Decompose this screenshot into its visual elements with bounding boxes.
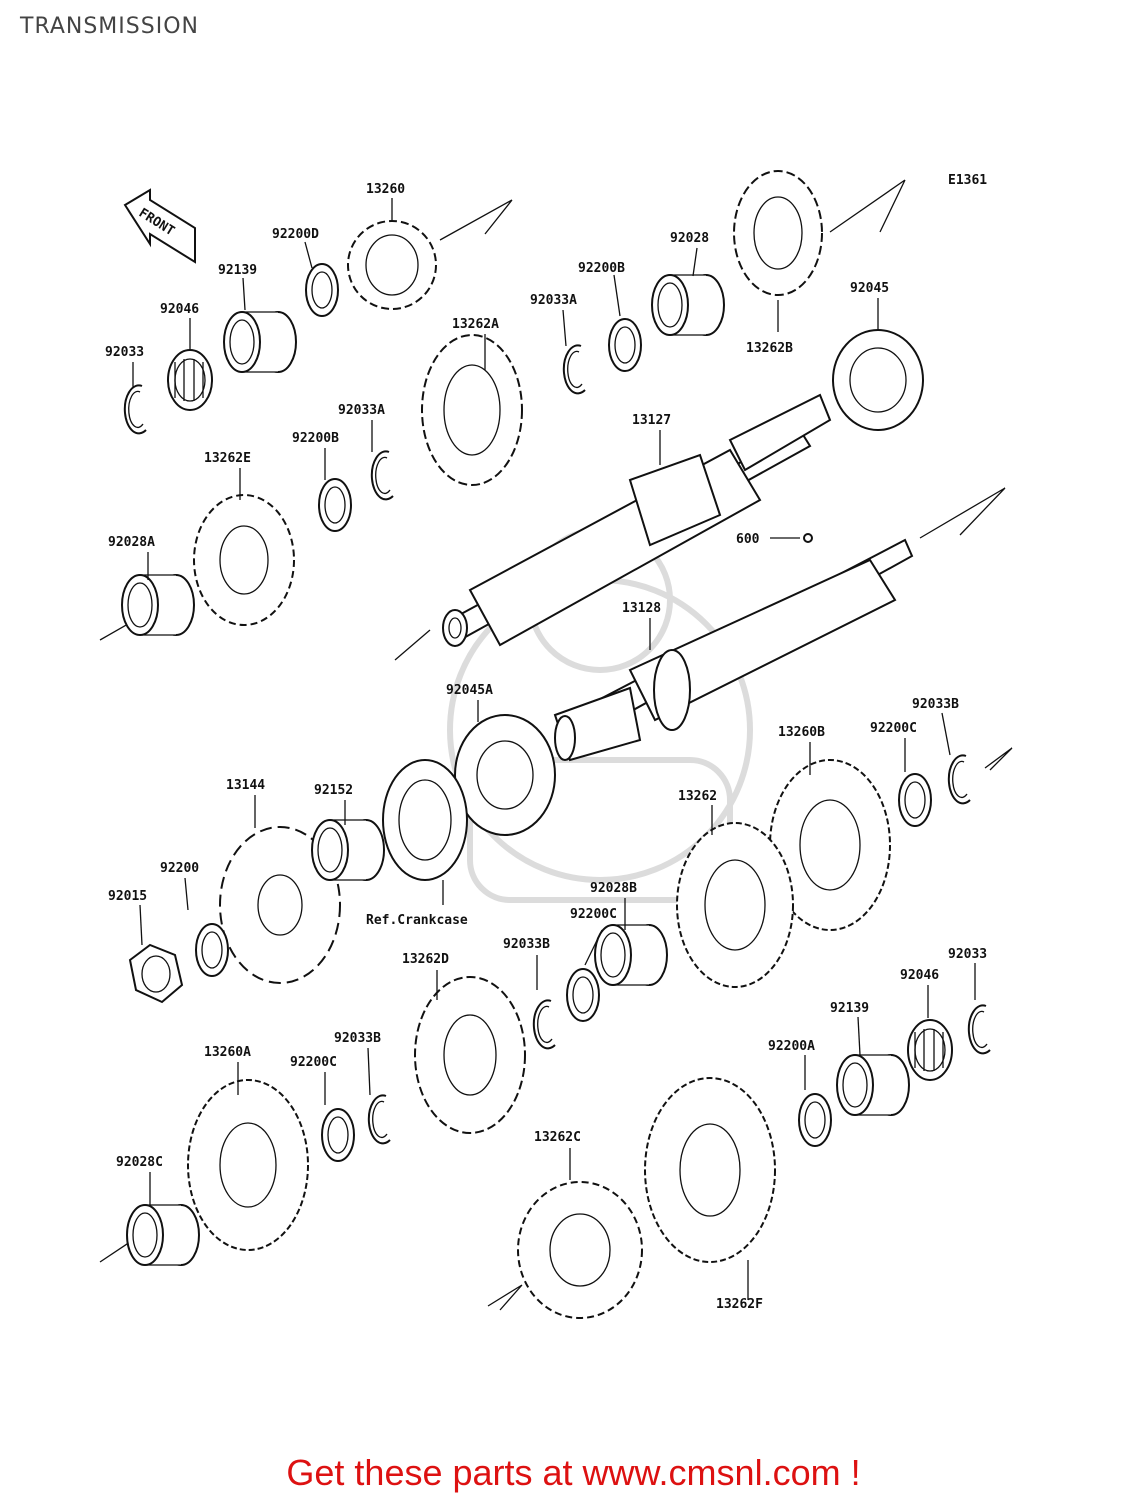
- promo-link[interactable]: Get these parts at www.cmsnl.com !: [286, 1452, 861, 1493]
- part-label: 92139: [218, 263, 257, 278]
- bushing-92028C: [126, 1204, 200, 1266]
- ball-600: [803, 533, 813, 543]
- gear-13144: [219, 826, 341, 984]
- part-label: 92033B: [503, 937, 550, 952]
- part-label: 92033B: [334, 1031, 381, 1046]
- circlip-92033B: [947, 754, 971, 805]
- gear-13262B: [733, 170, 823, 296]
- leader-lines: [132, 198, 976, 1300]
- gear-13262: [676, 822, 794, 988]
- ball-bearing-92045: [832, 329, 924, 431]
- part-label: 92028A: [108, 535, 155, 550]
- part-label: 92152: [314, 783, 353, 798]
- gear-13262C: [517, 1181, 643, 1319]
- part-label: 13260A: [204, 1045, 251, 1060]
- ball-bearing-92045A: [454, 714, 556, 836]
- part-label: 13127: [632, 413, 671, 428]
- oil-seal-92152-ring: [382, 759, 468, 881]
- part-label: 92200: [160, 861, 199, 876]
- part-labels: 13260 92200D 92139 92046 92033 92028 922…: [105, 182, 987, 1312]
- part-label: 13128: [622, 601, 661, 616]
- part-label: 92200C: [290, 1055, 337, 1070]
- part-label: 13260B: [778, 725, 825, 740]
- axis-lines: [99, 179, 1013, 1311]
- shaft-13127: [442, 393, 832, 647]
- part-label: 13262E: [204, 451, 251, 466]
- part-label: 92015: [108, 889, 147, 904]
- washer-92200C-2: [566, 968, 600, 1022]
- part-label: 92200B: [578, 261, 625, 276]
- part-label: 600: [736, 532, 760, 547]
- circlip-92033-2: [967, 1004, 991, 1055]
- gear-13262D: [414, 976, 526, 1134]
- bushing-92028: [651, 274, 725, 336]
- sleeve-92139: [223, 311, 297, 373]
- part-label: 13144: [226, 778, 265, 793]
- diagram-code: E1361: [948, 173, 987, 188]
- gear-13260A: [187, 1079, 309, 1251]
- part-label: 92033A: [530, 293, 577, 308]
- part-label: 92033: [948, 947, 987, 962]
- part-label: 92200A: [768, 1039, 815, 1054]
- part-label: 13262C: [534, 1130, 581, 1145]
- washer-92200B: [608, 318, 642, 372]
- circlip-92033B-3: [367, 1094, 391, 1145]
- washer-92200: [195, 923, 229, 977]
- part-label: 92200B: [292, 431, 339, 446]
- part-label: 92200D: [272, 227, 319, 242]
- part-label: 92046: [160, 302, 199, 317]
- needle-bearing-92046: [167, 349, 213, 411]
- nut-92015: [128, 943, 184, 1004]
- part-label: 13260: [366, 182, 405, 197]
- bushing-92028B: [594, 924, 668, 986]
- collar-92152: [311, 819, 385, 881]
- circlip-92033B-2: [532, 999, 556, 1050]
- circlip-92033: [123, 384, 147, 435]
- gear-13262E: [193, 494, 295, 626]
- part-label: 92033: [105, 345, 144, 360]
- gear-13262A: [421, 334, 523, 486]
- part-label: 92028C: [116, 1155, 163, 1170]
- part-label: 13262B: [746, 341, 793, 356]
- washer-92200C: [898, 773, 932, 827]
- part-label: 92200C: [870, 721, 917, 736]
- washer-92200C-3: [321, 1108, 355, 1162]
- part-label: 13262A: [452, 317, 499, 332]
- washer-92200B-2: [318, 478, 352, 532]
- part-label: 92045: [850, 281, 889, 296]
- shaft-13128: [553, 538, 914, 762]
- gear-13260: [347, 220, 437, 310]
- part-label: 92033A: [338, 403, 385, 418]
- front-arrow-icon: FRONT: [123, 188, 196, 264]
- part-label: 92139: [830, 1001, 869, 1016]
- part-label: 13262F: [716, 1297, 763, 1312]
- bushing-92028A: [121, 574, 195, 636]
- ref-crankcase-label: Ref.Crankcase: [366, 913, 468, 928]
- washer-92200D: [305, 263, 339, 317]
- part-label: 92045A: [446, 683, 493, 698]
- part-label: 92200C: [570, 907, 617, 922]
- part-label: 92046: [900, 968, 939, 983]
- part-label: 92033B: [912, 697, 959, 712]
- gear-13262F: [644, 1077, 776, 1263]
- circlip-92033A-2: [370, 450, 394, 501]
- part-label: 13262D: [402, 952, 449, 967]
- part-label: 92028B: [590, 881, 637, 896]
- part-label: 13262: [678, 789, 717, 804]
- sleeve-92139-2: [836, 1054, 910, 1116]
- washer-92200A: [798, 1093, 832, 1147]
- page-title: TRANSMISSION: [20, 14, 199, 39]
- needle-bearing-92046-2: [907, 1019, 953, 1081]
- circlip-92033A: [562, 344, 586, 395]
- part-label: 92028: [670, 231, 709, 246]
